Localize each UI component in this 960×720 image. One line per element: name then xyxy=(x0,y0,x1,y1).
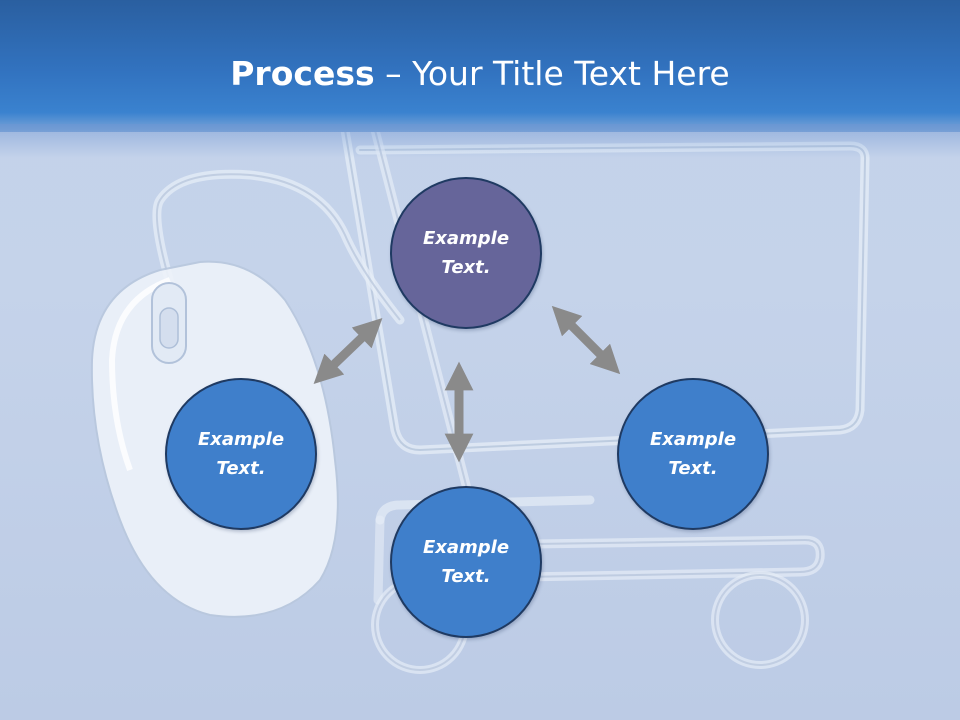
title-rest-text: – Your Title Text Here xyxy=(374,54,730,93)
double-arrow-icon xyxy=(551,305,621,375)
title-bar xyxy=(0,0,960,132)
node-label: Example Text. xyxy=(422,228,510,278)
node-label: Example Text. xyxy=(422,537,510,587)
node-label: Example Text. xyxy=(197,429,285,479)
title-bar-fade xyxy=(0,124,960,158)
node-label: Example Text. xyxy=(649,429,737,479)
process-node-top[interactable]: Example Text. xyxy=(390,177,542,329)
slide-title: Process – Your Title Text Here xyxy=(0,52,960,96)
process-node-left[interactable]: Example Text. xyxy=(165,378,317,530)
process-node-right[interactable]: Example Text. xyxy=(617,378,769,530)
process-node-bottom[interactable]: Example Text. xyxy=(390,486,542,638)
double-arrow-icon xyxy=(313,318,383,384)
title-bold-text: Process xyxy=(230,54,375,93)
